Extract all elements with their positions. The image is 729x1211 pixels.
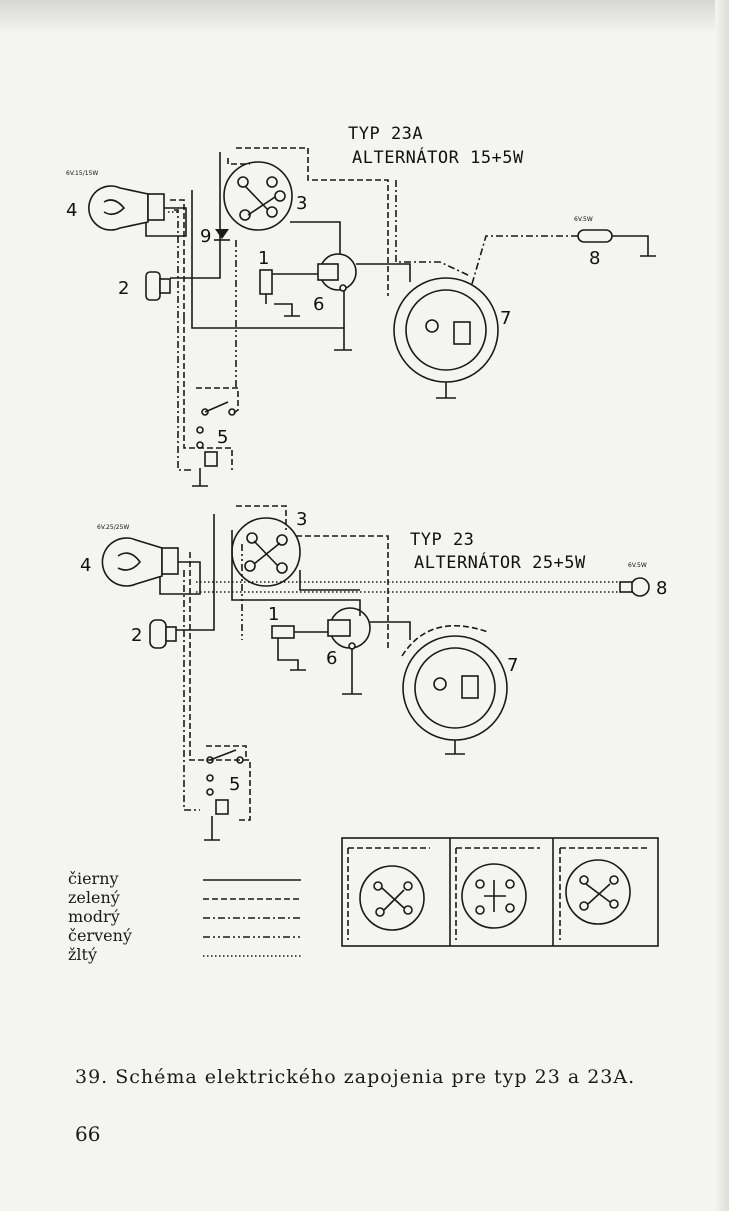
top-label-4: 4 xyxy=(66,200,77,221)
legend-row-red: červený xyxy=(68,927,308,946)
bottom-ignition-coil-6 xyxy=(327,607,371,650)
top-title-line2: ALTERNÁTOR 15+5W xyxy=(352,146,524,168)
top-label-2: 2 xyxy=(118,278,129,299)
bottom-title-line1: TYP 23 xyxy=(410,530,474,550)
bottom-horn-2 xyxy=(149,619,177,649)
top-horn-2 xyxy=(145,271,171,301)
legend-label: čierny xyxy=(68,869,119,888)
top-label-1: 1 xyxy=(258,248,269,269)
bottom-bulb-rating: 6V.25/25W xyxy=(97,524,129,531)
top-diode-9 xyxy=(214,229,230,241)
legend-row-yellow: žltý xyxy=(68,946,308,965)
top-label-7: 7 xyxy=(500,308,511,329)
legend-line-dashed xyxy=(203,898,301,900)
bottom-small-bulb-rating: 6V.5W xyxy=(628,562,647,569)
top-label-5: 5 xyxy=(217,427,228,448)
top-spark-plug-1 xyxy=(259,269,300,317)
bottom-switch-block-5 xyxy=(204,749,244,841)
bottom-label-2: 2 xyxy=(131,625,142,646)
top-switch-block-5 xyxy=(192,401,236,487)
top-switch-3 xyxy=(223,161,293,231)
legend-line-dash-dot xyxy=(203,917,301,919)
bottom-label-5: 5 xyxy=(229,774,240,795)
legend-label: červený xyxy=(68,926,132,945)
top-alternator-7 xyxy=(393,277,499,399)
bottom-alternator-7 xyxy=(402,635,508,755)
top-headlamp-bulb xyxy=(88,185,165,231)
top-label-8: 8 xyxy=(589,248,600,269)
top-small-bulb-rating: 6V.5W xyxy=(574,216,593,223)
figure-caption: 39. Schéma elektrického zapojenia pre ty… xyxy=(75,1066,636,1088)
bottom-label-6: 6 xyxy=(326,648,337,669)
page-top-edge xyxy=(0,0,729,34)
bottom-label-8: 8 xyxy=(656,578,667,599)
top-bulb-rating: 6V.15/15W xyxy=(66,170,98,177)
bottom-title-line2: ALTERNÁTOR 25+5W xyxy=(414,551,586,573)
diagram-bottom: TYP 23 ALTERNÁTOR 25+5W 6V.25/25W 4 3 2 … xyxy=(80,505,667,841)
wire-color-legend: čierny zelený modrý červený žltý xyxy=(68,870,308,970)
top-title-line1: TYP 23A xyxy=(348,124,423,144)
legend-line-dotted xyxy=(203,955,301,957)
bottom-label-3: 3 xyxy=(296,509,307,530)
top-ignition-coil-6 xyxy=(317,253,357,292)
inset-switch-position-2 xyxy=(455,847,540,940)
legend-line-solid xyxy=(203,879,301,881)
top-label-6: 6 xyxy=(313,294,324,315)
legend-label: zelený xyxy=(68,888,120,907)
inset-switch-position-3 xyxy=(559,847,650,940)
bottom-headlamp-bulb xyxy=(101,537,179,587)
top-label-3: 3 xyxy=(296,193,307,214)
page-number: 66 xyxy=(75,1122,101,1146)
bottom-label-4: 4 xyxy=(80,555,91,576)
bottom-small-bulb-8 xyxy=(619,577,650,597)
legend-row-black: čierny xyxy=(68,870,308,889)
legend-row-blue: modrý xyxy=(68,908,308,927)
legend-label: modrý xyxy=(68,907,120,926)
diagram-top: TYP 23A ALTERNÁTOR 15+5W 6V.15/15W 4 3 9 xyxy=(66,124,656,487)
legend-line-dash-dot-dot xyxy=(203,936,301,938)
wiring-diagram: TYP 23A ALTERNÁTOR 15+5W 6V.15/15W 4 3 9 xyxy=(66,124,667,947)
bottom-label-7: 7 xyxy=(507,655,518,676)
inset-switch-position-1 xyxy=(347,847,430,940)
legend-label: žltý xyxy=(68,945,98,964)
bottom-label-1: 1 xyxy=(268,604,279,625)
switch-positions-inset xyxy=(341,837,659,947)
legend-row-green: zelený xyxy=(68,889,308,908)
page-right-edge xyxy=(715,0,729,1211)
top-label-9: 9 xyxy=(200,226,211,247)
